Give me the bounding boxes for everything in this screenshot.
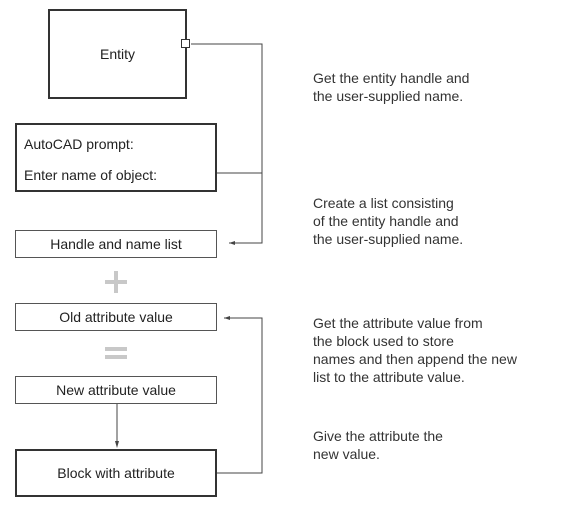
step3-line: the block used to store xyxy=(313,333,454,349)
prompt-label: AutoCAD prompt: xyxy=(24,136,134,152)
equals-icon xyxy=(105,347,127,359)
handle-name-list-label: Handle and name list xyxy=(50,236,182,252)
step4-line: Give the attribute the xyxy=(313,428,443,444)
new-attribute-value-box: New attribute value xyxy=(15,376,217,404)
entity-box: Entity xyxy=(48,9,187,99)
step2-line: the user-supplied name. xyxy=(313,231,464,247)
step1-line: Get the entity handle and xyxy=(313,70,470,86)
handle-name-list-box: Handle and name list xyxy=(15,230,217,258)
step4-line: new value. xyxy=(313,446,380,462)
autocad-prompt-box: AutoCAD prompt: Enter name of object: xyxy=(15,123,217,192)
old-value-arrowhead xyxy=(224,316,230,320)
step3-description: Get the attribute value from the block u… xyxy=(313,314,517,386)
step2-line: of the entity handle and xyxy=(313,213,459,229)
list-arrowhead xyxy=(229,241,235,245)
step1-description: Get the entity handle and the user-suppl… xyxy=(313,69,469,105)
block-to-old-value-connector xyxy=(217,317,263,474)
step3-line: list to the attribute value. xyxy=(313,369,465,385)
block-with-attribute-box: Block with attribute xyxy=(15,449,217,497)
new-attribute-value-label: New attribute value xyxy=(56,382,176,398)
old-attribute-value-label: Old attribute value xyxy=(59,309,173,325)
plus-icon xyxy=(105,271,127,293)
old-attribute-value-box: Old attribute value xyxy=(15,303,217,331)
step2-description: Create a list consisting of the entity h… xyxy=(313,194,463,248)
step1-line: the user-supplied name. xyxy=(313,88,464,104)
prompt-question: Enter name of object: xyxy=(24,167,158,183)
step2-line: Create a list consisting xyxy=(313,195,454,211)
step3-line: names and then append the new xyxy=(313,351,517,367)
entity-label: Entity xyxy=(99,46,135,62)
step4-description: Give the attribute the new value. xyxy=(313,427,443,463)
block-with-attribute-label: Block with attribute xyxy=(57,465,175,481)
entity-grip-icon xyxy=(181,39,190,48)
step3-line: Get the attribute value from xyxy=(313,315,483,331)
block-arrowhead xyxy=(115,441,119,448)
